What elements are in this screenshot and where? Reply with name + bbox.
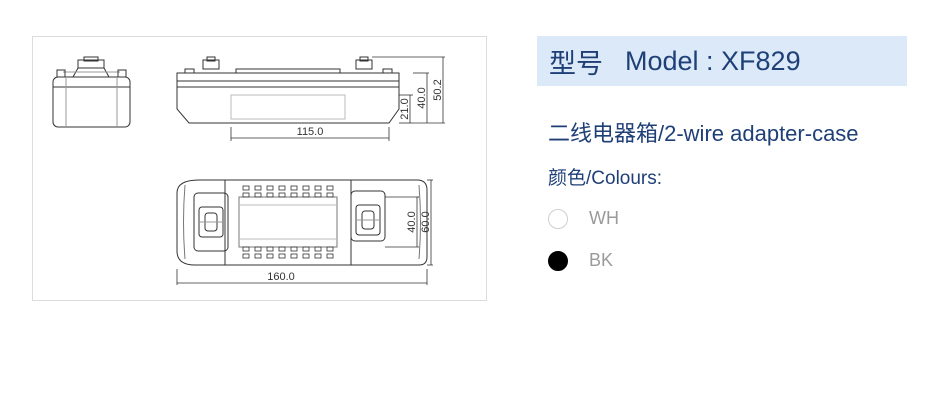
colour-option-wh[interactable]: WH: [548, 208, 619, 229]
dim-width-total: 60.0: [420, 211, 432, 232]
colour-option-bk[interactable]: BK: [548, 250, 613, 271]
end-view: [52, 56, 131, 128]
dim-width-inner: 40.0: [406, 211, 418, 232]
model-label: 型号: [549, 48, 603, 79]
dim-height-total: 50.2: [432, 79, 444, 100]
colour-name: WH: [589, 208, 619, 228]
colours-label: 颜色/Colours:: [548, 168, 663, 189]
dim-length-inner: 115.0: [297, 126, 324, 138]
dim-height-inner: 21.0: [399, 98, 411, 119]
colour-swatch-white: [548, 208, 568, 229]
technical-drawing: 115.0 21.0 40.0 50.2 40.0 60.0 160.0: [52, 56, 445, 285]
dim-length-total: 160.0: [267, 271, 295, 283]
model-title-bar: 型号 Model : XF829: [537, 36, 907, 86]
dim-height-mid: 40.0: [416, 87, 428, 108]
technical-drawing-panel: 115.0 21.0 40.0 50.2 40.0 60.0 160.0: [32, 36, 487, 301]
front-view: [176, 56, 445, 141]
plan-view: [176, 179, 433, 285]
product-subtitle: 二线电器箱/2-wire adapter-case: [548, 121, 859, 146]
colour-swatch-black: [548, 250, 568, 271]
colour-name: BK: [589, 250, 614, 270]
model-name: Model : XF829: [625, 45, 801, 76]
